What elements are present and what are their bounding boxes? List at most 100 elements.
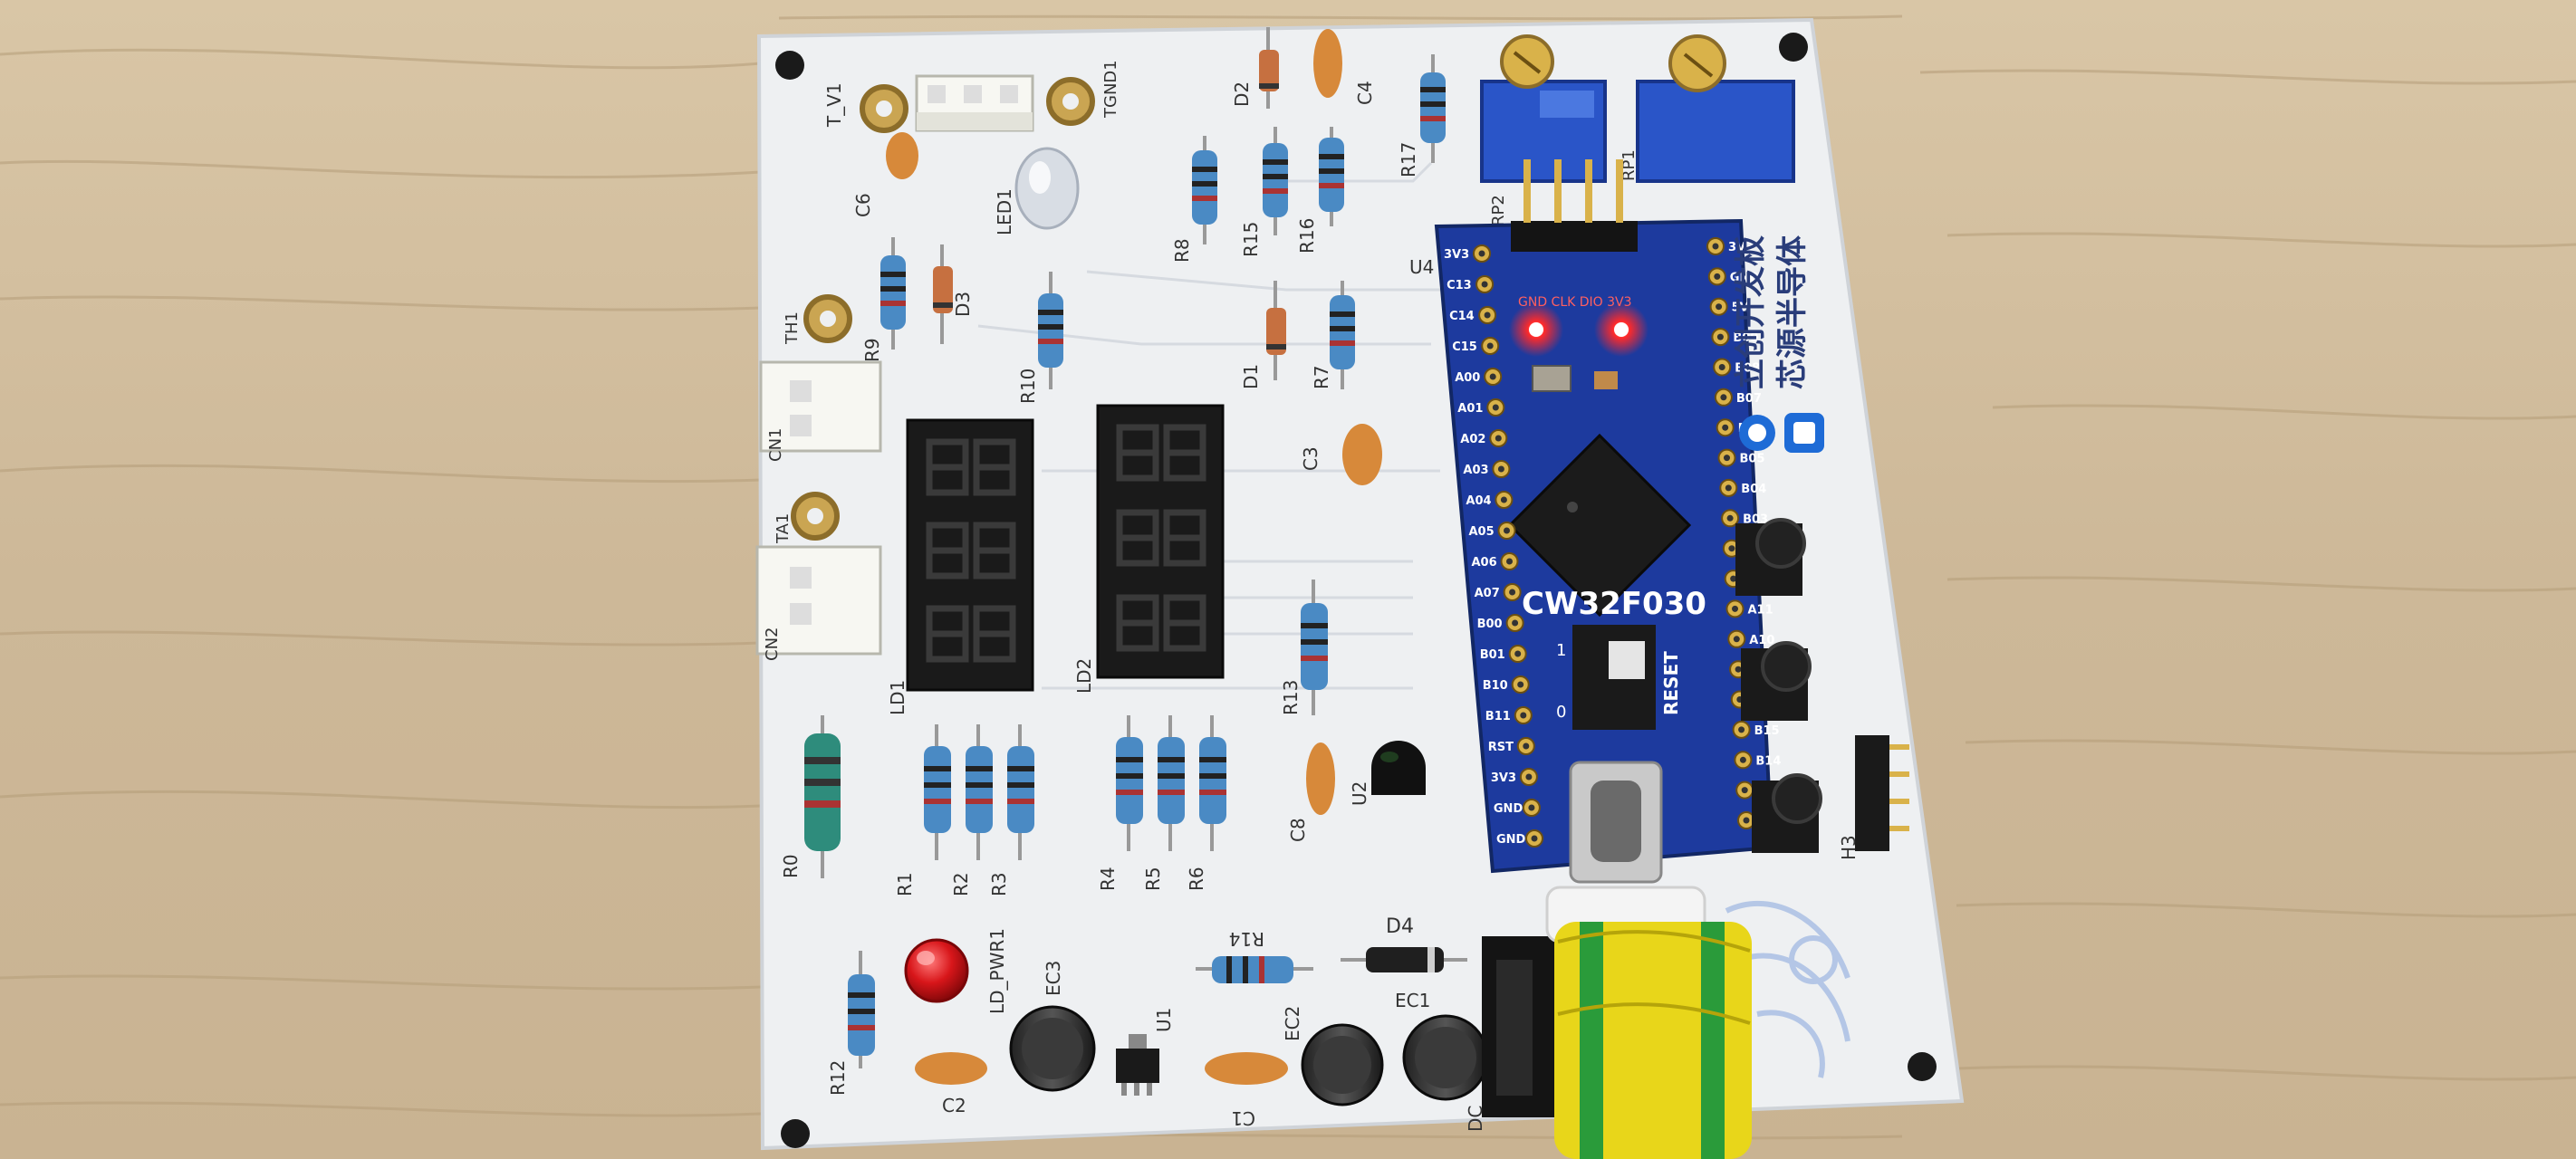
resistor-r1 <box>924 724 951 860</box>
left-pin-hole <box>1517 681 1524 688</box>
resistor-r6 <box>1199 715 1226 851</box>
left-pin-label: A04 <box>1466 494 1491 508</box>
right-pin-hole <box>1732 605 1738 612</box>
push-button-3[interactable] <box>1752 773 1822 853</box>
right-pin-label: B09 <box>1733 331 1758 345</box>
resistor-r16 <box>1319 127 1344 226</box>
label-r16: R16 <box>1296 218 1318 254</box>
diode-d3 <box>933 244 953 344</box>
left-pin-hole <box>1486 342 1494 350</box>
label-r7: R7 <box>1311 365 1332 389</box>
resistor-r0 <box>804 715 841 878</box>
header-h3[interactable] <box>1855 735 1909 851</box>
capacitor-ec1 <box>1402 1014 1489 1101</box>
left-pin-hole <box>1531 835 1538 842</box>
left-pin-hole <box>1528 804 1535 811</box>
label-d3: D3 <box>952 292 974 317</box>
label-r3: R3 <box>988 872 1010 896</box>
right-pin-label: B07 <box>1736 392 1762 406</box>
label-r1: R1 <box>894 872 916 896</box>
right-pin-label: 5V <box>1732 302 1749 315</box>
right-pin-hole <box>1724 455 1730 462</box>
right-pin-hole <box>1726 514 1734 522</box>
potentiometer-rp1[interactable] <box>1636 34 1795 183</box>
usb-cable[interactable] <box>1545 886 1752 1159</box>
label-r4: R4 <box>1097 867 1119 891</box>
capacitor-ec3 <box>1009 1005 1096 1092</box>
left-pin-label: 3V3 <box>1444 248 1469 262</box>
left-pin-label: A02 <box>1460 433 1485 446</box>
label-r5: R5 <box>1142 867 1164 891</box>
label-r8: R8 <box>1171 238 1193 263</box>
right-pin-hole <box>1738 726 1745 733</box>
right-pin-hole <box>1735 666 1742 673</box>
connector-cn2[interactable] <box>755 545 882 656</box>
diode-d2 <box>1259 27 1279 109</box>
capacitor-c6 <box>886 132 918 179</box>
right-pin-label: GND <box>1730 271 1760 284</box>
capacitor-c4 <box>1313 29 1342 98</box>
label-r0: R0 <box>780 854 802 878</box>
left-pin-label: A07 <box>1475 587 1500 600</box>
left-pin-label: RST <box>1488 741 1514 754</box>
capacitor-ec2 <box>1301 1023 1384 1106</box>
label-c1: C1 <box>1231 1107 1255 1129</box>
label-r10: R10 <box>1017 369 1039 404</box>
label-ec1: EC1 <box>1395 990 1430 1011</box>
left-pin-hole <box>1520 712 1527 719</box>
mounting-holes <box>775 33 1937 1148</box>
left-pin-label: C13 <box>1447 279 1472 292</box>
led1-clear <box>1014 147 1080 230</box>
right-pin-label: 3V3 <box>1728 241 1754 254</box>
capacitor-c3 <box>1342 424 1382 485</box>
resistor-r4 <box>1116 715 1143 851</box>
resistor-r3 <box>1007 724 1034 860</box>
diode-d4 <box>1341 947 1467 972</box>
left-pin-hole <box>1500 496 1507 503</box>
right-pin-label: B14 <box>1755 754 1781 768</box>
resistor-r2 <box>966 724 993 860</box>
usb-c-port[interactable] <box>1569 761 1663 884</box>
transistor-u2 <box>1371 741 1426 795</box>
push-button-2[interactable] <box>1741 641 1812 721</box>
label-r2: R2 <box>950 872 972 896</box>
power-led-ld-pwr1 <box>904 938 969 1003</box>
left-pin-label: A01 <box>1457 402 1483 416</box>
right-pin-hole <box>1714 273 1721 280</box>
label-cn1: CN1 <box>766 428 785 463</box>
right-pin-hole <box>1720 394 1727 401</box>
left-pin-hole <box>1489 373 1496 380</box>
left-pin-label: B00 <box>1477 618 1503 631</box>
mcu-top-header[interactable] <box>1511 159 1638 252</box>
label-c8: C8 <box>1287 818 1309 842</box>
left-pin-label: B10 <box>1483 679 1508 693</box>
left-pin-hole <box>1478 250 1485 257</box>
label-led1: LED1 <box>994 188 1015 235</box>
label-u4: U4 <box>1409 256 1434 278</box>
seven-segment-display-ld2 <box>1096 404 1225 679</box>
crystal <box>1532 365 1572 392</box>
label-c4: C4 <box>1354 81 1376 105</box>
diode-d1 <box>1266 281 1286 380</box>
label-c3: C3 <box>1300 446 1322 471</box>
right-pin-hole <box>1743 817 1750 824</box>
left-pin-hole <box>1509 589 1516 596</box>
connector-top-header[interactable] <box>915 74 1034 132</box>
label-h3: H3 <box>1838 835 1860 860</box>
connector-cn1[interactable] <box>759 360 882 453</box>
left-pin-hole <box>1506 558 1513 565</box>
resistor-r10 <box>1038 272 1063 389</box>
capacitor-c8 <box>1306 742 1335 815</box>
seven-segment-display-ld1 <box>906 418 1034 692</box>
resistor-r17 <box>1420 54 1446 163</box>
label-r14: R14 <box>1229 928 1264 950</box>
resistor-r14 <box>1196 956 1313 983</box>
boot-switch[interactable] <box>1572 625 1656 730</box>
label-ec3: EC3 <box>1043 961 1064 996</box>
push-button-1[interactable] <box>1735 518 1806 596</box>
reset-label: RESET <box>1660 651 1682 715</box>
left-pin-label: A03 <box>1463 464 1488 477</box>
left-pin-label: GND <box>1496 833 1526 847</box>
resistor-r13 <box>1301 580 1328 715</box>
potentiometer-rp2[interactable] <box>1480 34 1607 183</box>
